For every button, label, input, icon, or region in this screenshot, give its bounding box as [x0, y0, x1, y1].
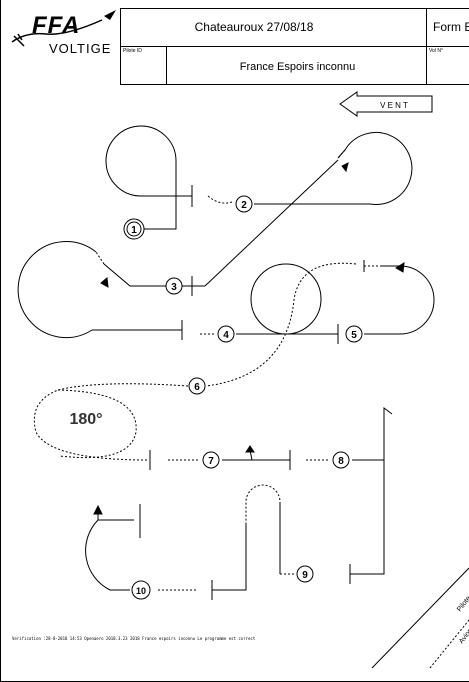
figure-3: [17, 241, 205, 339]
figure-1: [105, 125, 233, 240]
wind-arrow-icon: V E N T: [339, 91, 433, 117]
figure-number-1: 1: [126, 221, 142, 237]
logo-ffa-text: FFA: [32, 12, 81, 39]
figure-number-3: 3: [165, 277, 183, 295]
figure-number-7: 7: [202, 451, 220, 469]
figure-9: [211, 484, 294, 600]
svg-text:10: 10: [136, 586, 146, 596]
svg-text:1: 1: [131, 225, 137, 236]
pilot-id-label: Pilote ID: [123, 48, 142, 54]
svg-text:4: 4: [223, 330, 229, 341]
vol-label: Vol N°: [429, 48, 443, 54]
figure-number-5: 5: [345, 325, 363, 343]
svg-text:8: 8: [338, 456, 344, 467]
corner-pilot-label: Pilote: [456, 595, 469, 613]
figure-number-10: 10: [131, 580, 151, 600]
figure-number-6: 6: [188, 377, 206, 395]
angle-label: 180°: [69, 411, 102, 428]
wind-label: V E N T: [380, 101, 408, 110]
svg-text:9: 9: [302, 570, 308, 581]
figure-2: [254, 132, 413, 205]
verification-footer: Verification :28-8-2018 14:53 Openaero 2…: [12, 636, 256, 641]
logo-voltige-text: VOLTIGE: [49, 41, 112, 56]
figure-number-2: 2: [235, 195, 253, 213]
logo-airplane-icon: [11, 10, 116, 47]
vol-cell: Vol N°: [426, 46, 469, 85]
competition-title: Chateauroux 27/08/18: [194, 20, 314, 34]
svg-text:7: 7: [208, 456, 214, 467]
corner-box-edge: [371, 567, 469, 669]
svg-text:5: 5: [351, 330, 357, 341]
figure-5: [337, 260, 435, 344]
figure-number-9: 9: [296, 565, 314, 583]
figure-7: [168, 445, 330, 470]
header-table: Chateauroux 27/08/18 Form B Pilote ID Fr…: [120, 8, 469, 85]
figure-6: [33, 262, 357, 470]
corner-aircraft-label: Avion: [458, 627, 469, 645]
figure-number-4: 4: [217, 325, 235, 343]
figure-number-8: 8: [332, 451, 350, 469]
svg-text:3: 3: [171, 282, 177, 293]
svg-text:2: 2: [241, 200, 247, 211]
connector-3-2: [204, 159, 339, 287]
program-name: France Espoirs inconnu: [239, 61, 356, 73]
figure-10: [85, 504, 196, 591]
figure-4: [92, 263, 338, 340]
figure-8: [349, 407, 393, 584]
ffa-logo: FFA VOLTIGE: [6, 6, 120, 58]
form-label: Form B: [433, 20, 469, 34]
svg-text:6: 6: [194, 382, 200, 393]
